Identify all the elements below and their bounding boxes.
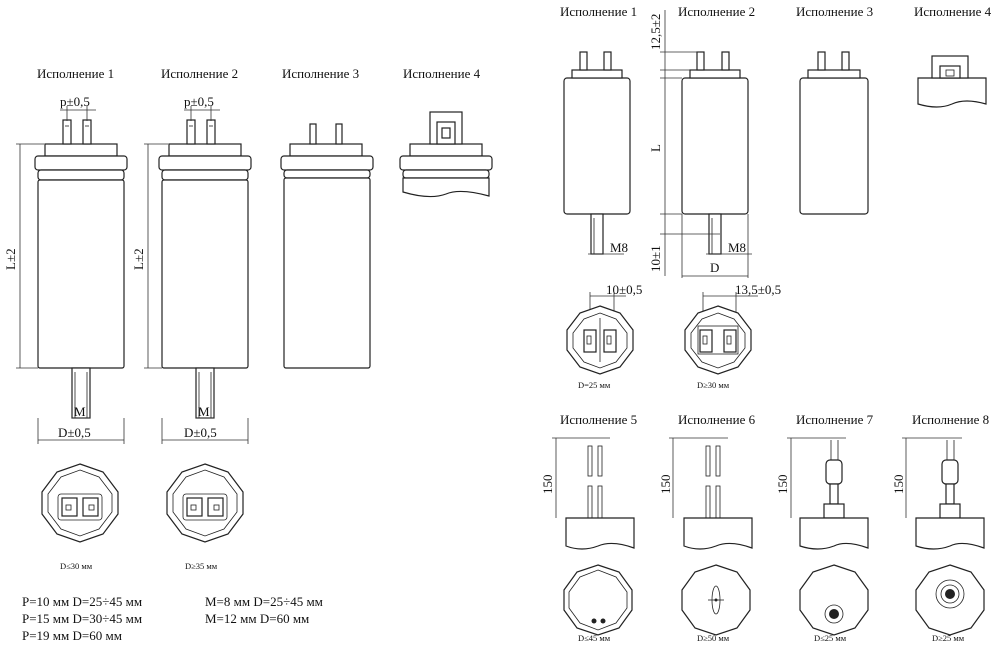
left-length-label-2: L±2 — [131, 248, 146, 270]
bottom-lead-length-8: 150 — [891, 475, 906, 495]
left-capacitor-4 — [399, 111, 493, 198]
left-diameter-label-1: D±0,5 — [58, 425, 91, 440]
bottom-capacitor-7 — [787, 437, 869, 636]
bottom-variant-6-title: Исполнение 6 — [678, 412, 756, 427]
left-capacitor-3 — [280, 123, 374, 369]
left-top-view-1 — [41, 463, 119, 543]
right-variant-3-title: Исполнение 3 — [796, 4, 873, 19]
bottom-lead-length-7: 150 — [775, 475, 790, 495]
right-capacitor-1 — [563, 51, 631, 255]
right-m8-label-1: M8 — [610, 240, 628, 255]
right-variant-1-title: Исполнение 1 — [560, 4, 637, 19]
right-length-label: L — [648, 144, 663, 152]
bottom-top-view-label-6: D≥50 мм — [697, 633, 730, 643]
note-right-2: M=12 мм D=60 мм — [205, 611, 309, 626]
bottom-top-view-label-8: D≥25 мм — [932, 633, 965, 643]
note-left-1: P=10 мм D=25÷45 мм — [22, 594, 142, 609]
left-diameter-label-2: D±0,5 — [184, 425, 217, 440]
left-m-label-1: M — [74, 404, 86, 419]
left-capacitor-1 — [16, 106, 128, 444]
right-top-view-1 — [566, 292, 634, 375]
right-stud-length: 10±1 — [648, 245, 663, 272]
right-capacitor-3 — [799, 51, 869, 215]
left-top-view-label-2: D≥35 мм — [185, 561, 218, 571]
bottom-capacitor-8 — [902, 437, 985, 636]
note-left-3: P=19 мм D=60 мм — [22, 628, 122, 643]
left-pitch-label-2: p±0,5 — [184, 94, 214, 109]
left-m-label-2: M — [198, 404, 210, 419]
left-variant-2-title: Исполнение 2 — [161, 66, 238, 81]
bottom-lead-length-5: 150 — [540, 475, 555, 495]
bottom-lead-length-6: 150 — [658, 475, 673, 495]
right-variant-2-title: Исполнение 2 — [678, 4, 755, 19]
right-top-view-label-2: D≥30 мм — [697, 380, 730, 390]
right-capacitor-2 — [660, 10, 752, 278]
right-diameter-label: D — [710, 260, 719, 275]
left-pitch-label-1: p±0,5 — [60, 94, 90, 109]
right-pitch-label-2: 13,5±0,5 — [735, 282, 781, 297]
left-capacitor-2 — [144, 106, 252, 444]
right-top-view-2 — [684, 292, 758, 375]
note-right-1: M=8 мм D=25÷45 мм — [205, 594, 323, 609]
right-pitch-label-1: 10±0,5 — [606, 282, 642, 297]
note-left-2: P=15 мм D=30÷45 мм — [22, 611, 142, 626]
bottom-capacitor-6 — [669, 437, 753, 636]
right-m8-label-2: M8 — [728, 240, 746, 255]
bottom-variant-7-title: Исполнение 7 — [796, 412, 874, 427]
left-variant-4-title: Исполнение 4 — [403, 66, 481, 81]
bottom-top-view-label-7: D≤25 мм — [814, 633, 847, 643]
bottom-variant-5-title: Исполнение 5 — [560, 412, 637, 427]
bottom-variant-8-title: Исполнение 8 — [912, 412, 989, 427]
right-capacitor-4 — [917, 55, 987, 108]
left-variant-1-title: Исполнение 1 — [37, 66, 114, 81]
right-variant-4-title: Исполнение 4 — [914, 4, 992, 19]
left-top-view-label-1: D≤30 мм — [60, 561, 93, 571]
bottom-top-view-label-5: D≤45 мм — [578, 633, 611, 643]
left-variant-3-title: Исполнение 3 — [282, 66, 359, 81]
right-terminal-height: 12,5±2 — [648, 14, 663, 50]
left-length-label-1: L±2 — [3, 248, 18, 270]
bottom-capacitor-5 — [552, 437, 635, 636]
right-top-view-label-1: D=25 мм — [578, 380, 611, 390]
left-top-view-2 — [166, 463, 244, 543]
